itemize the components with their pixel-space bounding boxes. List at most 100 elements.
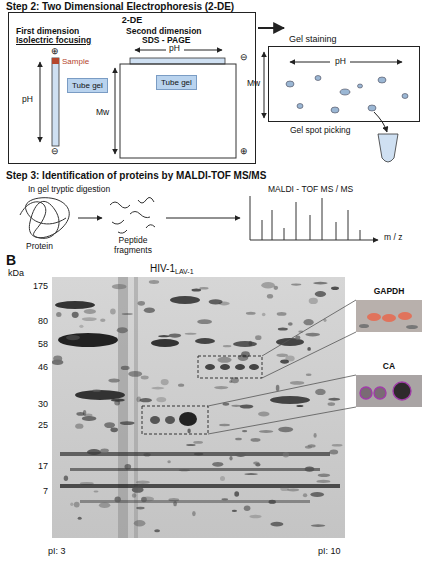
- illustration-part: [329, 449, 338, 454]
- box-heading: CA: [356, 362, 422, 372]
- illustration-part: [52, 58, 59, 64]
- illustration-part: [64, 476, 68, 481]
- step-heading: Step 3: Identification of proteins by MA…: [6, 170, 266, 182]
- illustration-part: [184, 50, 222, 51]
- illustration-part: [340, 89, 350, 95]
- illustration-part: [199, 287, 208, 290]
- illustration-part: [250, 240, 378, 241]
- illustration-part: [115, 497, 121, 503]
- illustration-part: [110, 427, 118, 432]
- illustration-part: [278, 427, 293, 432]
- illustration-part: [290, 381, 304, 385]
- illustration-part: [261, 282, 275, 288]
- illustration-part: [55, 301, 95, 309]
- illustration-part: [122, 313, 133, 315]
- illustration-part: [244, 506, 251, 511]
- tube-gel-box: Tube gel: [67, 78, 108, 93]
- sample-label: Sample: [62, 57, 89, 66]
- illustration-part: [80, 482, 94, 485]
- illustration-part: [378, 134, 398, 162]
- protein-spot: [393, 382, 411, 400]
- illustration-part: [264, 52, 265, 118]
- illustration-part: [267, 294, 273, 299]
- illustration-part: [310, 492, 324, 497]
- illustration-part: [360, 230, 361, 240]
- illustration-part: [258, 412, 269, 417]
- item-label: Protein: [26, 242, 53, 252]
- second-dimension-drawing: [115, 28, 284, 158]
- spectrum-drawing: [250, 196, 378, 240]
- illustration-part: [40, 62, 41, 142]
- illustration-part: [280, 486, 288, 491]
- illustration-part: [78, 218, 102, 219]
- illustration-part: [331, 286, 339, 290]
- illustration-part: [142, 496, 154, 501]
- illustration-part: [70, 468, 320, 471]
- box-text: pH: [335, 57, 346, 67]
- illustration-part: [305, 333, 320, 337]
- illustration-part: [240, 405, 254, 409]
- illustration-part: [168, 498, 179, 501]
- illustration-part: [297, 104, 303, 109]
- illustration-part: [192, 511, 196, 516]
- inset-spots: [356, 375, 422, 407]
- illustration-part: [314, 433, 317, 438]
- panel-letter: B: [6, 252, 16, 268]
- illustration-part: [305, 466, 315, 471]
- inset-image: [356, 300, 422, 332]
- illustration-part: [322, 198, 323, 240]
- illustration-part: [198, 356, 262, 378]
- gel-title-subscript: LAV-1: [175, 268, 194, 276]
- illustration-part: [358, 84, 363, 88]
- illustration-part: [270, 396, 310, 404]
- illustration-part: [295, 336, 300, 340]
- illustration-part: [137, 396, 142, 402]
- inset-box: GAPDH: [356, 287, 422, 332]
- illustration-part: [219, 424, 230, 426]
- illustration-part: [315, 76, 321, 81]
- illustration-part: [332, 444, 343, 447]
- axis-tick: pI: 10: [318, 546, 341, 556]
- illustration-part: [307, 347, 311, 351]
- illustration-part: [276, 354, 288, 358]
- illustration-part: [53, 355, 62, 361]
- illustration-part: [169, 334, 182, 338]
- illustration-part: [173, 501, 177, 506]
- illustration-part: [209, 299, 223, 304]
- illustration-part: [179, 412, 197, 426]
- illustration-part: [368, 105, 376, 111]
- illustration-part: [158, 335, 170, 337]
- illustration-part: [156, 397, 166, 402]
- illustration-part: [250, 196, 251, 240]
- protein-spot: [360, 387, 372, 399]
- illustration-part: [232, 510, 237, 512]
- illustration-part: [235, 438, 242, 441]
- illustration-part: [139, 398, 152, 402]
- illustration-part: [308, 444, 316, 447]
- axis-tick: 80: [38, 316, 48, 326]
- illustration-part: [179, 469, 190, 471]
- illustration-part: [52, 277, 343, 538]
- illustration-part: [212, 462, 223, 467]
- illustration-part: [378, 77, 386, 83]
- illustration-part: [402, 94, 408, 99]
- illustration-part: [187, 429, 190, 434]
- illustration-part: [52, 277, 345, 538]
- illustration-part: [118, 230, 127, 233]
- illustration-part: [100, 448, 109, 452]
- illustration-part: [144, 453, 151, 457]
- illustration-part: [66, 335, 80, 340]
- first-dimension-drawing: [40, 58, 59, 146]
- method-name: Isolectric focusing: [16, 36, 91, 46]
- illustration-part: [141, 376, 149, 380]
- illustration-part: [167, 460, 170, 463]
- illustration-part: [262, 313, 266, 317]
- illustration-part: [114, 400, 120, 405]
- axis-tick: 30: [38, 399, 48, 409]
- inset-box: CA: [356, 362, 422, 407]
- illustration-part: [315, 389, 326, 395]
- step-heading: Step 2: Two Dimensional Electrophoresis …: [6, 1, 234, 13]
- box-text: Tube gel: [72, 81, 103, 90]
- illustration-part: [186, 444, 195, 446]
- axis-label: Mw: [96, 108, 109, 118]
